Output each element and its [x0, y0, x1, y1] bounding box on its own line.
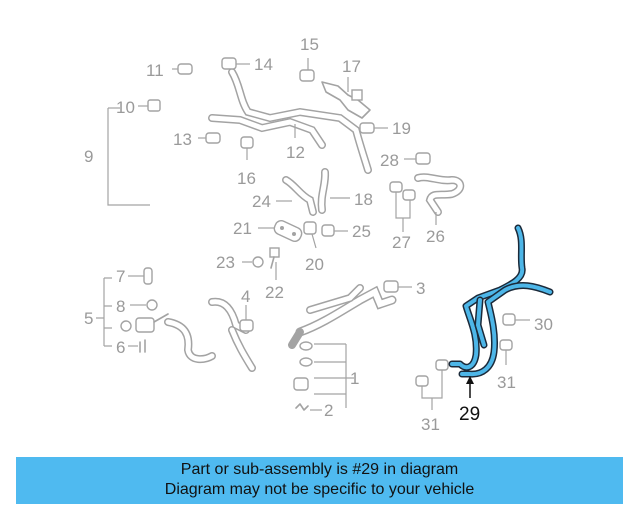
clamp-14-icon	[221, 57, 237, 70]
coolant-hose-29-highlighted	[448, 224, 554, 378]
clamp-10-icon	[147, 99, 161, 112]
callout-22: 22	[265, 283, 284, 302]
o-ring-1b-icon	[299, 357, 313, 367]
callout-29-highlighted: 29	[459, 404, 480, 425]
callout-9: 9	[84, 147, 93, 166]
callout-18: 18	[354, 190, 373, 209]
callout-11: 11	[146, 61, 164, 80]
clamp-4-icon	[239, 319, 254, 332]
callout-20: 20	[305, 255, 324, 274]
clamp-25-icon	[321, 224, 335, 237]
o-ring-8-icon	[146, 299, 158, 311]
callout-19: 19	[392, 119, 411, 138]
clamp-30-icon	[502, 313, 516, 326]
washer-23-icon	[252, 256, 264, 268]
callout-25: 25	[352, 222, 371, 241]
hose-4	[164, 297, 256, 372]
hose-24	[282, 176, 317, 216]
clamps-27	[389, 181, 416, 201]
callout-26: 26	[426, 227, 445, 246]
callout-5: 5	[84, 309, 93, 328]
bolt-2-icon	[295, 403, 309, 411]
callout-21: 21	[233, 219, 252, 238]
callout-4: 4	[241, 287, 250, 306]
callout-1: 1	[350, 369, 359, 388]
clamp-15-icon	[299, 69, 315, 82]
callout-30: 30	[534, 315, 553, 334]
fitting-5	[120, 313, 169, 333]
sensor-7-icon	[143, 267, 153, 285]
callout-2: 2	[324, 401, 333, 420]
clamp-19-icon	[359, 122, 375, 134]
callout-14: 14	[254, 55, 273, 74]
callout-28: 28	[380, 151, 399, 170]
clamps-31-left	[415, 359, 449, 387]
parts-diagram: 1 2 3 4 5 6 7 8 9 10 11 12 13 14 15 16 1…	[84, 35, 554, 434]
pipe-assembly-3	[288, 284, 397, 349]
callout-6: 6	[116, 338, 125, 357]
clamp-11-icon	[177, 63, 193, 75]
callout-15: 15	[300, 35, 319, 54]
callout-16: 16	[237, 169, 256, 188]
callout-27: 27	[392, 233, 411, 252]
clamp-31-right-icon	[499, 339, 513, 351]
callout-31-right: 31	[497, 373, 516, 392]
gasket-21	[273, 220, 303, 242]
sensor-1-icon	[293, 377, 309, 391]
clamp-28-icon	[415, 152, 431, 165]
info-banner: Part or sub-assembly is #29 in diagram D…	[16, 457, 623, 504]
bolt-22-icon	[269, 247, 280, 269]
callout-10: 10	[116, 98, 135, 117]
bracket-9	[107, 108, 150, 206]
banner-line-disclaimer: Diagram may not be specific to your vehi…	[164, 481, 475, 498]
clamp-16-icon	[240, 136, 254, 149]
clamp-20-icon	[303, 221, 317, 235]
callout-31-left: 31	[421, 415, 440, 434]
callout-23: 23	[216, 253, 235, 272]
banner-line-part: Part or sub-assembly is #29 in diagram	[180, 461, 459, 478]
coolant-housing-17	[321, 81, 371, 119]
callout-12: 12	[286, 143, 305, 162]
bolt-6-icon	[139, 339, 146, 353]
coolant-hose-long	[150, 75, 225, 358]
callout-24: 24	[252, 192, 271, 211]
hose-26	[414, 173, 465, 216]
hose-18	[317, 168, 330, 214]
callout-17: 17	[342, 57, 361, 76]
clamp-13-icon	[205, 132, 221, 144]
o-ring-1a-icon	[299, 341, 313, 351]
callout-3: 3	[416, 279, 425, 298]
callout-13: 13	[173, 130, 192, 149]
callout-8: 8	[116, 297, 125, 316]
callout-7: 7	[116, 267, 125, 286]
hose-12	[208, 68, 372, 174]
clamp-3-icon	[383, 280, 399, 293]
